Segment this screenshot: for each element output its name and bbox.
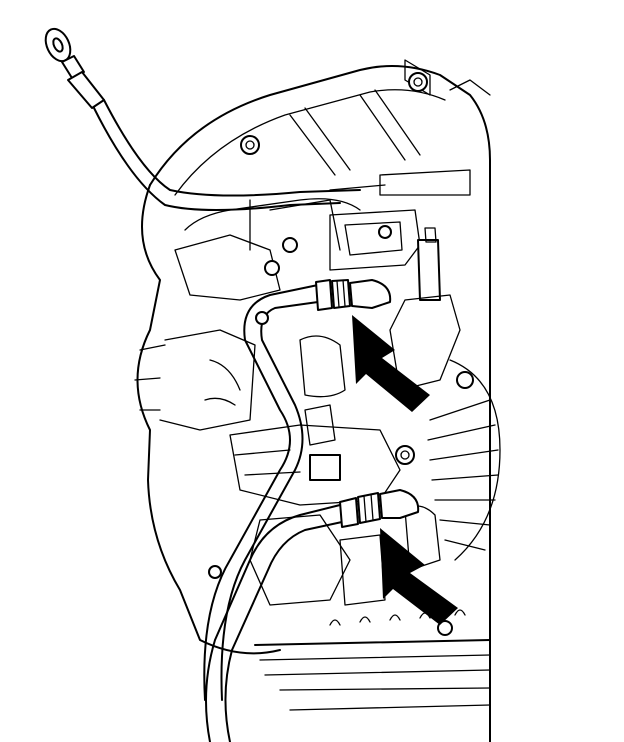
upper-fitting-nut bbox=[315, 279, 333, 311]
case-details bbox=[229, 209, 461, 606]
lower-fitting-arrow bbox=[380, 528, 458, 625]
arrow-icon bbox=[352, 315, 430, 412]
bolt-icon bbox=[395, 445, 415, 465]
lower-fitting-elbow bbox=[379, 489, 420, 519]
upper-fitting-arrow bbox=[352, 315, 430, 412]
housing-bolts bbox=[208, 72, 474, 636]
arrow-icon bbox=[380, 528, 458, 625]
ground-cable bbox=[44, 27, 361, 211]
bolt-icon bbox=[378, 225, 392, 239]
upper-fitting-elbow bbox=[349, 279, 392, 309]
oil-pan bbox=[254, 609, 491, 711]
lower-cooler-line bbox=[205, 489, 420, 742]
upper-cooler-line bbox=[203, 279, 392, 701]
bolt-icon bbox=[282, 237, 298, 253]
lower-fitting-nut bbox=[339, 497, 359, 528]
bolt-icon bbox=[456, 371, 474, 389]
bolt-icon bbox=[437, 620, 453, 636]
bolt-icon bbox=[264, 260, 280, 276]
bolt-icon bbox=[208, 565, 222, 579]
housing-ribs bbox=[289, 59, 491, 196]
bolt-icon bbox=[240, 135, 260, 155]
bolt-icon bbox=[408, 72, 428, 92]
